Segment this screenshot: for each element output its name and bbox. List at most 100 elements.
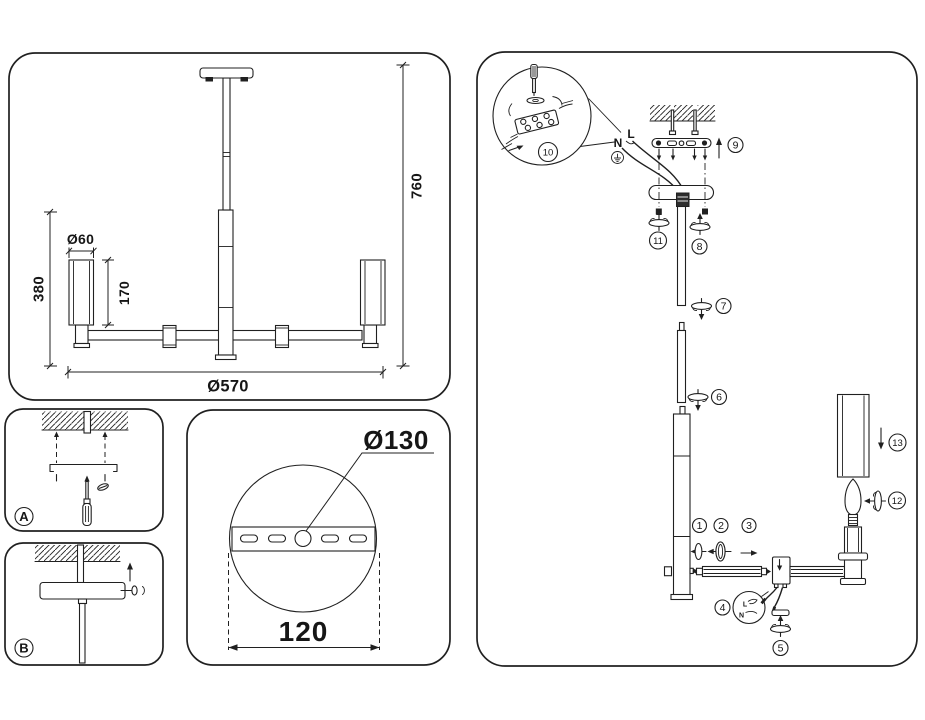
screwdriver-icon xyxy=(82,475,92,527)
step-11: 11 xyxy=(648,208,670,250)
wire-ends-left xyxy=(501,133,519,150)
panel-canopy-plate: Ø130 120 xyxy=(186,409,451,666)
step-a-label: A xyxy=(14,506,34,527)
arrow-up-icon xyxy=(127,562,133,582)
dim-label-170: 170 xyxy=(116,281,132,305)
dim-170: 170 xyxy=(102,256,132,329)
canopy-outline xyxy=(228,464,378,613)
step-b-label: B xyxy=(14,638,34,658)
dim-canopy-diameter: Ø130 xyxy=(305,425,434,532)
arrow-down-icon xyxy=(777,565,783,571)
supply-wire xyxy=(632,140,685,191)
screw-icon xyxy=(120,585,145,596)
ceiling-hatch-icon xyxy=(41,410,129,434)
svg-text:5: 5 xyxy=(778,643,784,655)
dim-label-120: 120 xyxy=(279,616,329,647)
candle-sleeve xyxy=(162,324,177,349)
arrow-right-icon xyxy=(751,550,758,556)
svg-text:1: 1 xyxy=(697,520,703,532)
washer-icon xyxy=(526,96,545,105)
arrow-up-icon xyxy=(54,431,59,437)
step-5: 5 xyxy=(769,609,792,657)
supply-wire xyxy=(621,147,679,192)
panel-assembly: 10 xyxy=(476,51,918,667)
threaded-stud xyxy=(83,410,92,434)
shade-holder-right xyxy=(361,324,379,349)
screwdriver-icon xyxy=(530,63,538,97)
mounting-strip xyxy=(231,526,376,552)
step-1: 1 xyxy=(690,517,708,561)
dim-shade-diameter: Ø60 xyxy=(65,231,97,258)
detail-neutral-label: N xyxy=(739,613,744,620)
rod-section-middle xyxy=(676,321,687,404)
panel-a-border xyxy=(4,408,164,532)
step-12: 12 xyxy=(863,490,907,512)
dim-label-d130: Ø130 xyxy=(363,425,429,455)
central-column xyxy=(663,405,698,601)
dim-hole-spacing: 120 xyxy=(228,553,380,651)
cover-plate xyxy=(771,609,790,617)
ceiling-plate xyxy=(199,67,254,82)
ceiling-screws xyxy=(668,109,699,136)
svg-text:4: 4 xyxy=(720,602,726,614)
dim-label-380: 380 xyxy=(31,276,48,302)
svg-text:11: 11 xyxy=(653,236,663,247)
plate-panel-border xyxy=(186,409,451,666)
dim-label-760: 760 xyxy=(409,173,426,199)
step-label-10: 10 xyxy=(537,141,559,163)
step-13: 13 xyxy=(878,427,907,452)
wingnut-icon xyxy=(690,297,713,321)
step-8: 8 xyxy=(689,212,711,255)
mounting-strip xyxy=(651,137,712,162)
arrow-up-icon xyxy=(102,431,108,437)
panel-mount-b: B xyxy=(4,542,164,666)
step-a-letter: A xyxy=(19,509,29,524)
neutral-label: N xyxy=(614,136,623,150)
arrow-right-icon xyxy=(508,145,524,152)
step-3: 3 xyxy=(740,517,758,556)
step-2: 2 xyxy=(707,517,732,562)
side-stud-head xyxy=(663,566,673,577)
dim-fixture-diameter: Ø570 xyxy=(64,366,387,396)
shade-right xyxy=(359,259,386,326)
panel-dimensions-border xyxy=(8,52,451,401)
ceiling-hatch-icon xyxy=(34,544,121,584)
arm-tube-right xyxy=(789,565,846,578)
arm-tube xyxy=(692,565,771,578)
lamp-socket xyxy=(837,526,869,586)
terminal-detail-circle: 10 xyxy=(492,63,622,166)
shade-holder-left xyxy=(73,324,91,349)
svg-text:13: 13 xyxy=(892,438,903,449)
dim-380: 380 xyxy=(31,208,57,370)
wingnut-icon xyxy=(769,614,792,638)
stem xyxy=(222,77,231,211)
ground-icon xyxy=(611,151,624,164)
canopy xyxy=(39,581,126,664)
svg-text:3: 3 xyxy=(746,520,752,532)
assembly-panel-border xyxy=(476,51,918,667)
glass-shade xyxy=(836,393,870,478)
live-label: L xyxy=(627,127,634,141)
step-7: 7 xyxy=(690,297,732,321)
central-column xyxy=(214,209,237,361)
shade-left xyxy=(68,259,95,326)
step-4-label: 4 xyxy=(714,599,731,616)
alignment-guides xyxy=(54,431,108,463)
wiring-detail-circle: L N xyxy=(732,590,769,625)
candle-sleeve xyxy=(274,324,290,349)
rod-section-upper xyxy=(676,205,687,307)
svg-text:9: 9 xyxy=(733,140,739,152)
ceiling-hatch-icon xyxy=(649,105,716,122)
step-b-letter: B xyxy=(19,641,28,656)
svg-text:6: 6 xyxy=(716,392,722,404)
svg-text:10: 10 xyxy=(543,147,554,158)
svg-text:2: 2 xyxy=(718,520,724,532)
rotate-arrows-icon xyxy=(508,96,563,117)
center-hole xyxy=(294,529,312,548)
bulb-icon xyxy=(844,478,862,527)
arrow-left-icon xyxy=(707,548,714,555)
dim-label-d60: Ø60 xyxy=(67,231,94,247)
dim-760: 760 xyxy=(396,61,426,370)
wingnut-icon xyxy=(863,490,887,512)
